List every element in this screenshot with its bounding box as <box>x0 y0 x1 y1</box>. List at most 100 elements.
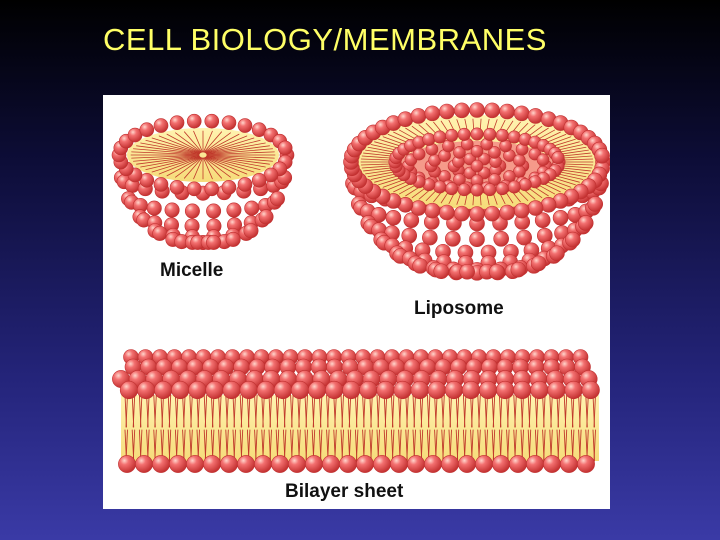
lipid-head <box>543 455 560 472</box>
lipid-head <box>496 129 508 141</box>
lipid-head <box>270 192 284 206</box>
lipid-head <box>458 183 470 195</box>
lipid-head <box>552 151 564 163</box>
lipid-head <box>496 381 514 399</box>
lipid-head <box>186 455 203 472</box>
lipid-head <box>485 103 500 118</box>
lipid-head <box>531 256 546 271</box>
lipid-head <box>413 258 428 273</box>
lipid-head <box>513 154 525 166</box>
lipid-head <box>187 114 201 128</box>
lipid-head <box>565 381 583 399</box>
lipid-head <box>411 381 429 399</box>
lipid-head <box>135 455 152 472</box>
lipid-head <box>203 455 220 472</box>
lipid-head <box>485 206 500 221</box>
lipid-head <box>390 455 407 472</box>
lipid-head <box>291 381 309 399</box>
lipid-head <box>441 455 458 472</box>
lipid-head <box>528 108 543 123</box>
lipid-head <box>206 235 220 249</box>
lipid-head <box>220 455 237 472</box>
lipid-head <box>252 173 266 187</box>
lipid-head <box>565 232 580 247</box>
lipid-head <box>470 103 485 118</box>
lipid-head <box>588 196 603 211</box>
lipid-head <box>257 381 275 399</box>
lipid-head <box>489 264 504 279</box>
lipid-head <box>153 226 167 240</box>
lipid-head <box>325 381 343 399</box>
lipid-head <box>206 204 220 218</box>
lipid-head <box>484 128 496 140</box>
lipid-head <box>577 455 594 472</box>
lipid-head <box>147 201 161 215</box>
lipid-head <box>470 207 485 222</box>
lipid-head <box>425 203 440 218</box>
lipid-head <box>407 455 424 472</box>
lipid-head <box>120 381 138 399</box>
lipid-head <box>595 148 610 163</box>
bilayer-sheet-diagram <box>112 350 599 473</box>
lipid-head <box>471 128 483 140</box>
lipid-head <box>169 455 186 472</box>
lipid-head <box>508 181 520 193</box>
lipid-head <box>526 455 543 472</box>
lipid-head <box>445 231 460 246</box>
lipid-head <box>411 108 426 123</box>
lipid-head <box>492 455 509 472</box>
membrane-structures-illustration <box>103 95 610 509</box>
lipid-head <box>154 381 172 399</box>
liposome-diagram <box>344 103 611 281</box>
lipid-head <box>500 205 515 220</box>
lipid-head <box>259 210 273 224</box>
lipid-head <box>445 381 463 399</box>
membrane-figure-panel: Micelle Liposome Bilayer sheet <box>103 95 610 509</box>
lipid-head <box>553 210 568 225</box>
lipid-head <box>470 232 485 247</box>
lipid-head <box>226 232 240 246</box>
lipid-head <box>445 129 457 141</box>
bilayer-core <box>121 395 599 461</box>
lipid-head <box>428 381 446 399</box>
lipid-head <box>471 160 483 172</box>
lipid-head <box>222 180 236 194</box>
lipid-head <box>245 201 259 215</box>
lipid-head <box>425 106 440 121</box>
lipid-head <box>278 141 292 155</box>
lipid-head <box>479 381 497 399</box>
lipid-head <box>165 203 179 217</box>
lipid-head <box>206 381 224 399</box>
lipid-head <box>462 381 480 399</box>
lipid-head <box>531 381 549 399</box>
lipid-head <box>398 112 413 127</box>
lipid-head <box>434 181 446 193</box>
lipid-head <box>223 381 241 399</box>
lipid-head <box>339 455 356 472</box>
lipid-head <box>322 455 339 472</box>
lipid-head <box>118 455 135 472</box>
lipid-head <box>541 197 556 212</box>
lipid-head <box>394 381 412 399</box>
lipid-head <box>511 262 526 277</box>
lipid-head <box>439 104 454 119</box>
lipid-head <box>240 381 258 399</box>
lipid-head <box>170 180 184 194</box>
lipid-head <box>548 381 566 399</box>
micelle-diagram <box>112 114 294 250</box>
lipid-head <box>514 203 529 218</box>
lipid-head <box>514 381 532 399</box>
lipid-head <box>377 381 395 399</box>
lipid-head <box>274 381 292 399</box>
lipid-head <box>509 455 526 472</box>
lipid-head <box>244 223 258 237</box>
lipid-head <box>508 131 520 143</box>
lipid-head <box>288 455 305 472</box>
lipid-head <box>305 455 322 472</box>
lipid-head <box>494 231 509 246</box>
lipid-head <box>471 184 483 196</box>
lipid-head <box>137 381 155 399</box>
lipid-head <box>222 116 236 130</box>
lipid-head <box>424 455 441 472</box>
lipid-head <box>500 104 515 119</box>
